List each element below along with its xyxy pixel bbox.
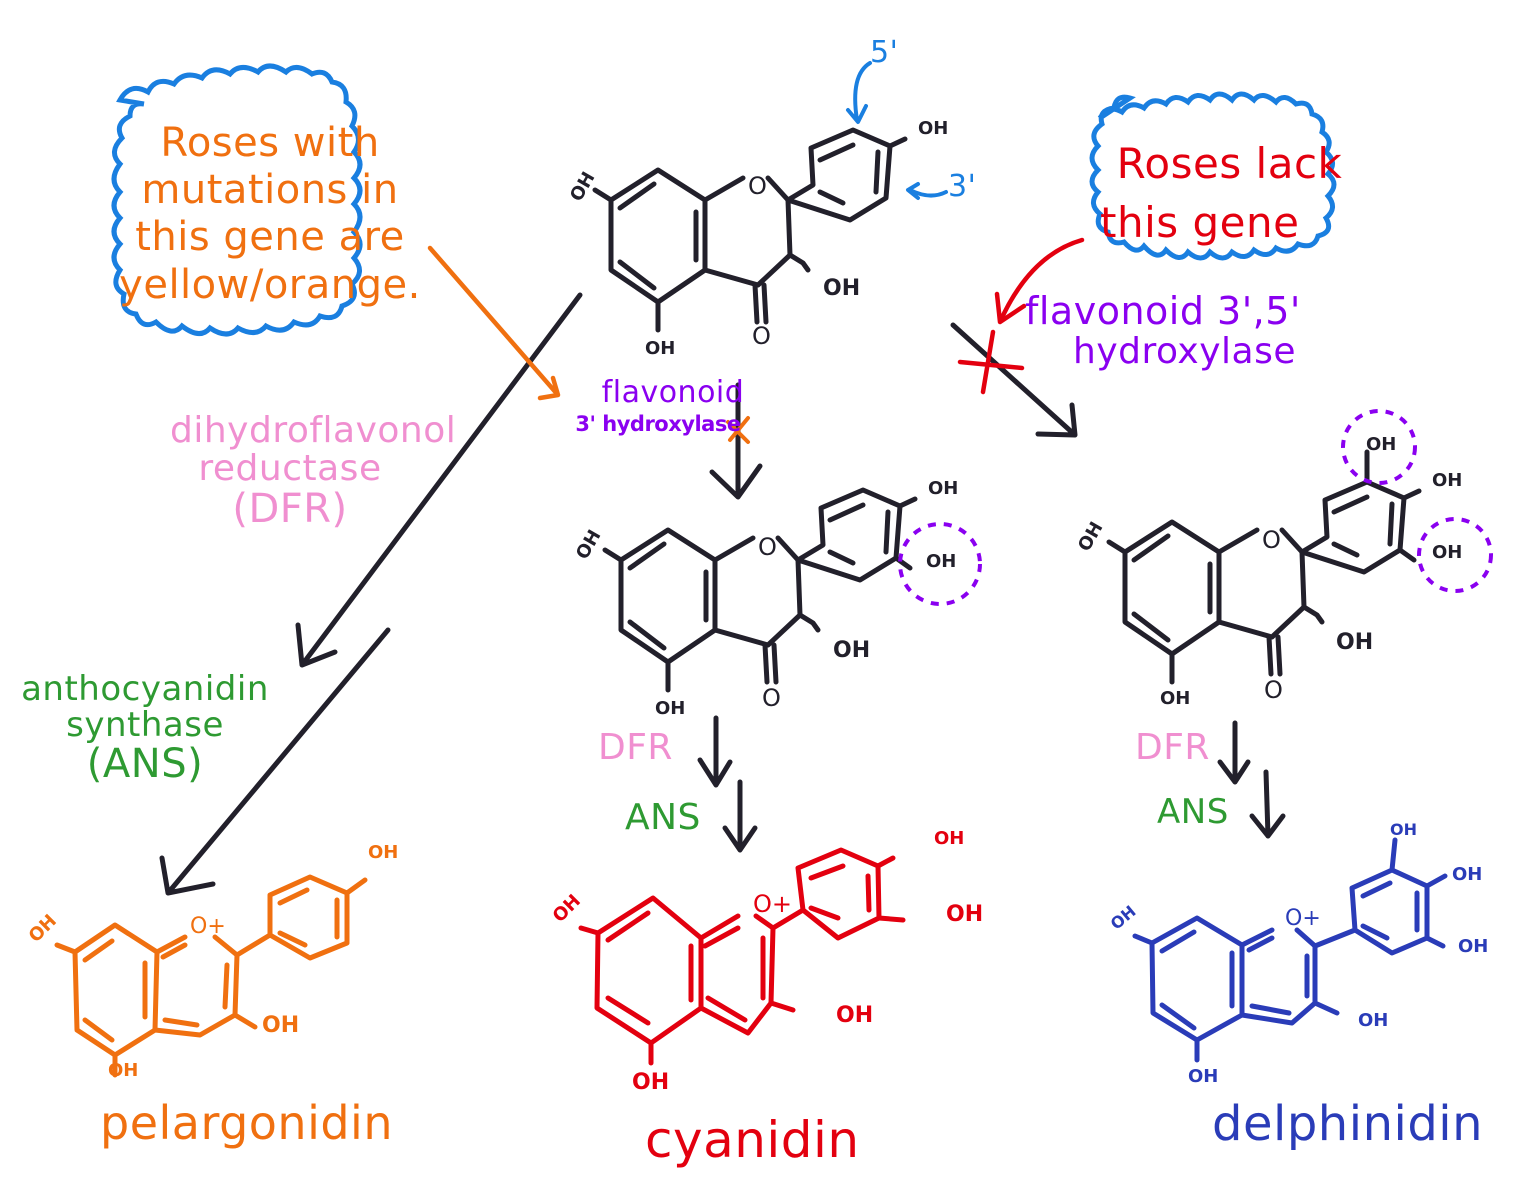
product-cyanidin: cyanidin xyxy=(645,1111,860,1169)
atom-oh-3prime: OH xyxy=(1458,936,1489,957)
atom-oh-3: OH xyxy=(262,1013,300,1038)
arrow-dfr-left xyxy=(295,292,583,668)
enzyme-dfr-line-1: dihydroflavonol xyxy=(170,410,457,451)
enzyme-f35h-label: flavonoid 3',5' hydroxylase xyxy=(1025,292,1301,370)
molecule-pelargonidin xyxy=(54,874,368,1078)
atom-oh-4prime: OH xyxy=(1432,470,1463,491)
atom-o-ring: O xyxy=(758,533,777,561)
atom-o-plus: O+ xyxy=(1285,906,1321,931)
atom-oh-3: OH xyxy=(823,276,861,301)
blocked-mark-f35h xyxy=(957,329,1025,395)
molecule-dihydroquercetin xyxy=(602,487,918,693)
enzyme-dfr-line-3: (DFR) xyxy=(232,485,348,532)
atom-o-keto: O xyxy=(762,684,781,712)
highlight-3prime-oh-right xyxy=(1417,517,1493,593)
callout-right-line-2: this gene xyxy=(1100,197,1300,247)
enzyme-f3h-line-2: 3' hydroxylase xyxy=(575,412,741,436)
enzyme-f35h-line-1: flavonoid 3',5' xyxy=(1025,289,1301,333)
atom-o-plus: O+ xyxy=(190,914,226,939)
callout-right-line-1: Roses lack xyxy=(1116,139,1343,188)
callout-left-line-4: yellow/orange. xyxy=(119,261,421,308)
atom-o-keto: O xyxy=(1264,676,1283,704)
enzyme-ans-full-label: anthocyanidin synthase (ANS) xyxy=(20,669,270,788)
atom-oh-3: OH xyxy=(1358,1010,1389,1031)
blocked-mark-f3h xyxy=(726,416,750,444)
callout-left-text: Roses with mutations in this gene are ye… xyxy=(110,120,430,309)
enzyme-ans-line-2: synthase xyxy=(66,704,224,745)
arrow-dfr-right xyxy=(1217,720,1251,785)
atom-oh-3prime: OH xyxy=(946,902,984,927)
atom-oh-5prime: OH xyxy=(1390,820,1417,839)
arrow-ans-middle xyxy=(722,779,758,853)
atom-oh-5: OH xyxy=(655,698,686,719)
arrow-ans-right xyxy=(1249,769,1286,839)
atom-oh-3: OH xyxy=(836,1003,874,1028)
enzyme-f3h-line-1: flavonoid xyxy=(601,375,745,410)
enzyme-ans-short-right: ANS xyxy=(1157,792,1229,832)
position-5prime-label: 5' xyxy=(870,35,899,70)
atom-o-ring: O xyxy=(748,172,767,200)
position-arrows xyxy=(846,61,948,200)
atom-oh-3: OH xyxy=(1336,630,1374,655)
atom-oh-5: OH xyxy=(1188,1066,1219,1087)
atom-oh-4prime: OH xyxy=(918,118,949,139)
arrow-dfr-middle xyxy=(697,715,733,788)
callout-right-text: Roses lack this gene xyxy=(1092,135,1367,253)
atom-oh-4prime: OH xyxy=(928,478,959,499)
product-pelargonidin: pelargonidin xyxy=(100,1096,393,1150)
pathway-arrows xyxy=(159,292,1286,896)
atom-oh-4prime: OH xyxy=(934,828,965,849)
enzyme-dfr-full-label: dihydroflavonol reductase (DFR) xyxy=(170,410,457,532)
molecule-dihydromyricetin xyxy=(1106,449,1422,685)
molecule-dihydrokaempferol xyxy=(592,127,908,333)
enzyme-ans-line-3: (ANS) xyxy=(86,741,204,788)
callout-left-line-2: mutations in xyxy=(141,167,399,214)
enzyme-f3h-label: flavonoid 3' hydroxylase xyxy=(568,378,748,435)
atom-oh-5prime: OH xyxy=(1366,434,1397,455)
position-3prime-label: 3' xyxy=(948,169,977,204)
molecule-delphinidin xyxy=(1132,837,1448,1063)
cloud-callout-right xyxy=(1089,91,1337,261)
atom-o-ring: O xyxy=(1262,526,1281,554)
arrow-cloud-to-f35h xyxy=(994,237,1085,325)
callout-left-line-3: this gene are xyxy=(135,214,405,261)
enzyme-dfr-short-right: DFR xyxy=(1135,727,1210,768)
enzyme-ans-line-1: anthocyanidin xyxy=(21,669,269,709)
callout-left-line-1: Roses with xyxy=(160,120,380,166)
highlight-5prime-oh xyxy=(1341,409,1417,485)
enzyme-f35h-line-2: hydroxylase xyxy=(1073,331,1296,372)
atom-oh-4prime: OH xyxy=(368,842,399,863)
product-delphinidin: delphinidin xyxy=(1212,1096,1484,1152)
molecule-cyanidin xyxy=(578,847,906,1066)
arrow-cloud-to-f3h xyxy=(427,245,561,401)
enzyme-dfr-short-middle: DFR xyxy=(598,727,673,768)
arrow-f35h xyxy=(950,322,1078,438)
atom-o-plus: O+ xyxy=(753,890,792,918)
atom-oh-5: OH xyxy=(632,1070,670,1095)
arrow-f3h xyxy=(709,382,763,500)
atom-oh-5: OH xyxy=(645,338,676,359)
atom-oh-4prime: OH xyxy=(1452,864,1483,885)
atom-oh-5: OH xyxy=(1160,688,1191,709)
highlight-3prime-oh xyxy=(898,522,982,606)
atom-oh-5: OH xyxy=(108,1060,139,1081)
atom-o-keto: O xyxy=(752,322,771,350)
enzyme-ans-short-middle: ANS xyxy=(625,797,701,838)
atom-oh-3prime: OH xyxy=(1432,542,1463,563)
enzyme-dfr-line-2: reductase xyxy=(198,447,382,489)
atom-oh-3: OH xyxy=(833,638,871,663)
arrow-ans-left xyxy=(159,627,391,896)
atom-oh-3prime: OH xyxy=(926,551,957,572)
cloud-callout-left xyxy=(111,63,363,337)
